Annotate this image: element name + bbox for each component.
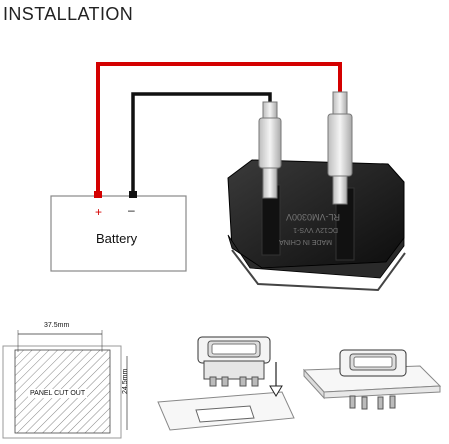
cutout-height-label: 24.5mm [122, 368, 129, 394]
positive-sign: + [95, 205, 102, 219]
battery-label: Battery [96, 231, 138, 246]
panel-cutout-label: PANEL CUT OUT [28, 389, 88, 398]
cutout-width-label: 37.5mm [44, 322, 70, 329]
voltmeter-body: MADE IN CHINA DC12V VVS-1 RL-VM0300V [227, 159, 406, 292]
install-step-installed [302, 349, 442, 410]
negative-wire [131, 92, 272, 191]
positive-terminal [94, 191, 102, 198]
spade-terminal-left [258, 101, 282, 199]
page-title: INSTALLATION [3, 4, 134, 24]
spade-terminal-right [327, 91, 353, 205]
negative-sign: – [128, 203, 135, 217]
panel-cutout-drawing [2, 330, 128, 439]
svg-text:MADE IN CHINA: MADE IN CHINA [279, 238, 332, 245]
svg-text:DC12V VVS-1: DC12V VVS-1 [293, 226, 338, 233]
svg-text:RL-VM0300V: RL-VM0300V [286, 212, 340, 222]
negative-terminal [129, 191, 137, 198]
battery-box [50, 195, 187, 272]
positive-wire [96, 62, 342, 191]
install-step-insert [157, 336, 295, 431]
